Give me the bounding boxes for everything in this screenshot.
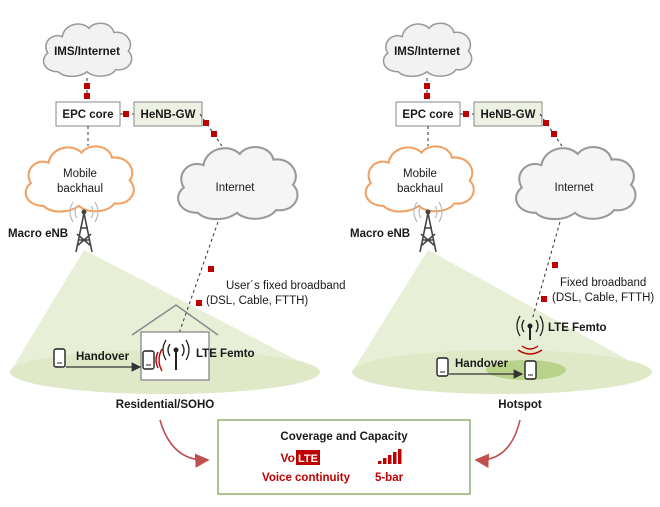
signal-5-bar-icon <box>378 449 402 464</box>
left-link-dot <box>84 83 90 89</box>
left-macro-enb-tower-icon <box>69 201 99 253</box>
right-epc-core-label: EPC core <box>402 109 453 121</box>
right-internet-cloud: Internet <box>514 145 637 221</box>
right-ims-label: IMS/Internet <box>394 46 460 58</box>
volte-logo-icon: Vo LTE <box>281 450 320 465</box>
left-epc-core-box <box>55 101 121 127</box>
left-panel: IMS/Internet EPC core HeNB-GW Mobile bac… <box>8 22 346 411</box>
right-phone-start-icon <box>436 357 449 377</box>
right-lte-femto-icon <box>516 315 544 355</box>
left-phone-end-icon <box>142 348 163 372</box>
right-henb-gw-box <box>473 101 543 127</box>
right-lte-femto-label: LTE Femto <box>548 322 607 334</box>
right-macro-enb-tower-icon <box>413 201 443 253</box>
left-link-dot <box>123 111 129 117</box>
summary-title: Coverage and Capacity <box>280 431 408 443</box>
volte-prefix: Vo <box>281 451 295 465</box>
left-backhaul-line1: Mobile <box>63 168 97 180</box>
five-bar-label: 5-bar <box>375 472 404 484</box>
right-caption-hotspot: Hotspot <box>498 399 542 411</box>
left-macro-enb-label: Macro eNB <box>8 228 68 240</box>
left-link-dot <box>196 300 202 306</box>
right-panel: IMS/Internet EPC core HeNB-GW Mobile bac… <box>350 22 654 411</box>
left-lte-femto-icon <box>162 339 190 370</box>
left-mobile-backhaul-cloud: Mobile backhaul <box>24 145 135 213</box>
right-link-dot <box>463 111 469 117</box>
left-internet-cloud: Internet <box>176 145 299 221</box>
right-to-summary-arrow <box>474 419 521 468</box>
right-ims-cloud: IMS/Internet <box>382 22 473 78</box>
left-coverage-cone <box>10 250 320 372</box>
left-henb-gw-label: HeNB-GW <box>141 109 196 121</box>
left-ims-cloud: IMS/Internet <box>42 22 133 78</box>
left-lte-femto-label: LTE Femto <box>196 348 255 360</box>
right-phone-end-icon <box>524 360 537 380</box>
left-phone-start-icon <box>53 348 66 368</box>
right-link-dot <box>424 93 430 99</box>
left-link-dot <box>84 93 90 99</box>
right-link-dot <box>541 296 547 302</box>
left-link-dot <box>208 266 214 272</box>
left-broadband-line1: User´s fixed broadband <box>226 280 346 292</box>
coverage-capacity-box: Coverage and Capacity Vo LTE Voice conti… <box>217 419 471 495</box>
left-backhaul-line2: backhaul <box>57 183 103 195</box>
left-link-dot <box>203 120 209 126</box>
right-link-dot <box>552 262 558 268</box>
right-link-dot <box>551 131 557 137</box>
right-mobile-backhaul-cloud: Mobile backhaul <box>364 145 475 213</box>
left-internet-label: Internet <box>216 182 256 194</box>
left-handover-label: Handover <box>76 351 130 363</box>
right-henb-gw-label: HeNB-GW <box>481 109 536 121</box>
left-henb-gw-box <box>133 101 203 127</box>
right-handover-label: Handover <box>455 358 509 370</box>
voice-continuity-label: Voice continuity <box>262 472 351 484</box>
right-link-dot <box>424 83 430 89</box>
right-macro-enb-label: Macro eNB <box>350 228 410 240</box>
left-ims-label: IMS/Internet <box>54 46 120 58</box>
right-link-dot <box>543 120 549 126</box>
right-broadband-line1: Fixed broadband <box>560 277 646 289</box>
left-link-dot <box>211 131 217 137</box>
left-epc-core-label: EPC core <box>62 109 113 121</box>
right-coverage-cone <box>352 250 650 372</box>
right-backhaul-line1: Mobile <box>403 168 437 180</box>
volte-badge: LTE <box>298 453 318 465</box>
right-broadband-line2: (DSL, Cable, FTTH) <box>552 292 654 304</box>
right-internet-label: Internet <box>555 182 595 194</box>
left-to-summary-arrow <box>159 419 210 468</box>
left-caption-residential-soho: Residential/SOHO <box>116 399 214 411</box>
left-broadband-line2: (DSL, Cable, FTTH) <box>206 295 308 307</box>
right-backhaul-line2: backhaul <box>397 183 443 195</box>
